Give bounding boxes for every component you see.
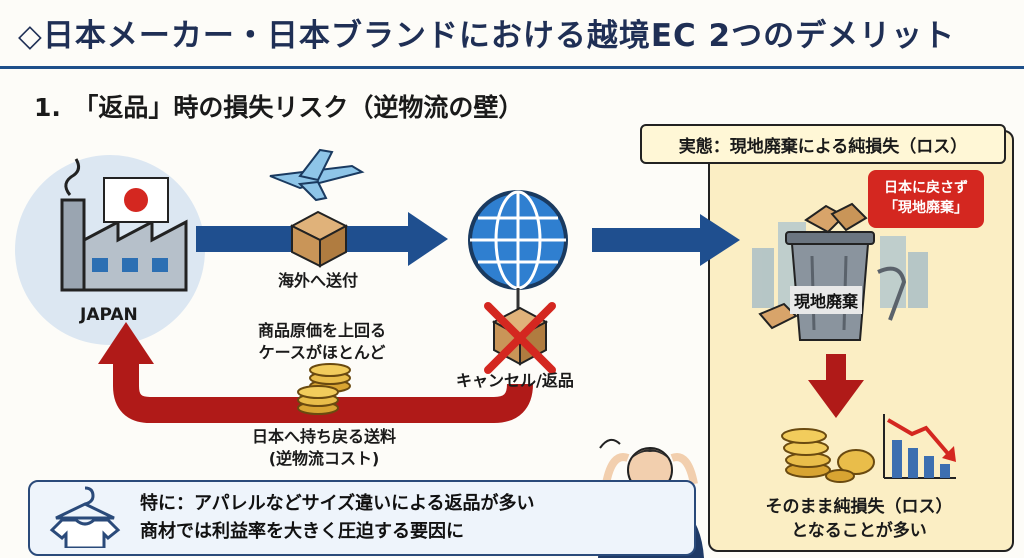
result-line1: そのまま純損失（ロス） — [765, 497, 953, 517]
note-box — [28, 480, 696, 556]
hanger-shirt-icon — [49, 486, 121, 548]
title-divider — [0, 66, 1024, 69]
cancel-x-icon — [484, 302, 556, 374]
note-line1: 特に：アパレルなどサイズ違いによる返品が多い — [140, 493, 535, 514]
origin-label: JAPAN — [80, 305, 138, 325]
callout-line1: 日本に戻さず — [884, 180, 968, 197]
section-heading: 1. 「返品」時の損失リスク（逆物流の壁） — [34, 93, 524, 122]
loss-result: そのまま純損失（ロス） となることが多い — [724, 496, 994, 544]
package-icon — [289, 210, 349, 268]
japan-flag-icon — [103, 177, 169, 223]
page-title: ◇日本メーカー・日本ブランドにおける越境EC 2つのデメリット — [18, 18, 956, 54]
airplane-icon — [269, 148, 365, 202]
cancel-label: キャンセル/返品 — [456, 371, 574, 390]
note-text: 特に：アパレルなどサイズ違いによる返品が多い 商材では利益率を大きく圧迫する要因… — [140, 490, 535, 546]
down-arrow — [808, 354, 864, 418]
cost-note: 商品原価を上回る ケースがほとんど — [258, 320, 386, 363]
cost-note-line2: ケースがほとんど — [258, 342, 386, 362]
to-disposal-arrow — [592, 214, 740, 266]
ship-label: 海外へ送付 — [278, 271, 359, 290]
disposal-callout: 日本に戻さず 「現地廃棄」 — [868, 170, 984, 228]
return-cost-line1: 日本へ持ち戻る送料 — [252, 427, 397, 446]
return-arrow — [98, 322, 533, 423]
globe-icon — [468, 190, 568, 312]
return-cost-label: 日本へ持ち戻る送料 (逆物流コスト) — [252, 426, 396, 469]
disposal-label: 現地廃棄 — [790, 286, 863, 314]
return-cost-line2: (逆物流コスト) — [268, 448, 380, 468]
panel-header: 実態：現地廃棄による純損失（ロス） — [640, 124, 1006, 164]
callout-line2: 「現地廃棄」 — [884, 200, 968, 216]
declining-chart-icon — [883, 414, 956, 479]
note-line2: 商材では利益率を大きく圧迫する要因に — [140, 520, 464, 542]
coins-icon — [297, 363, 351, 415]
coins-pile-icon — [781, 428, 875, 483]
cost-note-line1: 商品原価を上回る — [258, 321, 387, 340]
result-line2: となることが多い — [791, 520, 927, 541]
